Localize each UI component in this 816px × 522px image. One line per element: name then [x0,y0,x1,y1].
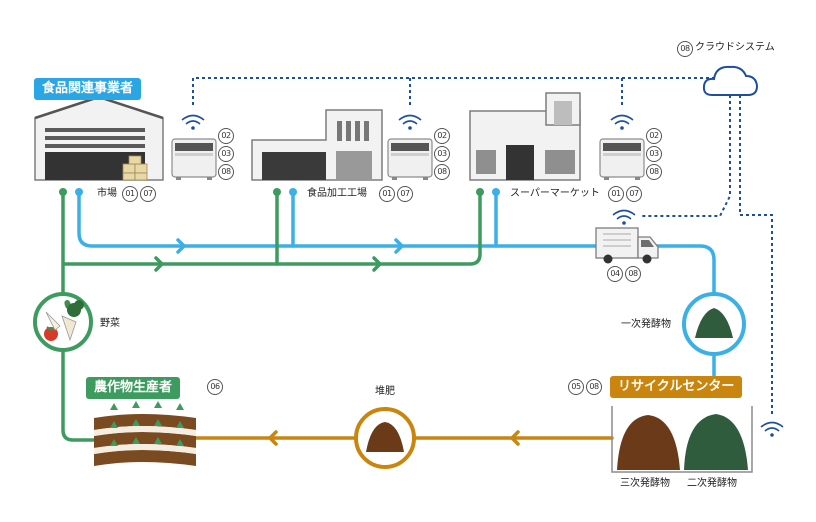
compost-icon [354,407,416,469]
number-badge: 01 [608,186,624,202]
number-badge: 05 [568,379,584,395]
number-badge: 02 [218,128,234,144]
field-icon [94,401,196,466]
wifi-icon [181,114,205,131]
number-badge: 03 [434,146,450,162]
number-badge: 08 [218,164,234,180]
market-label: 市場 [97,188,117,199]
cloud-icon [702,65,759,96]
number-badge: 08 [677,41,693,57]
device-icon [387,138,433,181]
wifi-icon [610,114,634,131]
number-badge: 07 [397,186,413,202]
number-badge: 07 [626,186,642,202]
market-building-icon [34,95,164,181]
truck-icon [595,227,659,264]
secondary-ferment-label: 二次発酵物 [687,478,737,489]
number-badge: 02 [434,128,450,144]
number-badge: 02 [646,128,662,144]
flow-endpoints [59,188,500,196]
supermarket-label: スーパーマーケット [510,188,600,199]
device-icon [171,138,217,181]
number-badge: 06 [207,379,223,395]
factory-label: 食品加工工場 [307,188,367,199]
number-badge: 08 [586,379,602,395]
number-badge: 03 [218,146,234,162]
cloud-label: クラウドシステム [695,42,775,53]
wifi-icon [398,114,422,131]
recycle-bins-icon [611,406,753,473]
primary-ferment-icon [682,292,746,356]
number-badge: 08 [434,164,450,180]
compost-label: 堆肥 [375,386,395,397]
wifi-icon [760,421,784,438]
number-badge: 08 [646,164,662,180]
green-flow [61,190,482,442]
food-business-header: 食品関連事業者 [34,78,142,100]
number-badge: 08 [625,266,641,282]
device-icon [599,138,645,181]
wifi-icon [612,209,636,226]
recycle-center-header: リサイクルセンター [610,376,743,398]
number-badge: 01 [122,186,138,202]
number-badge: 03 [646,146,662,162]
number-badge: 01 [379,186,395,202]
number-badge: 07 [140,186,156,202]
crop-producer-header: 農作物生産者 [86,377,181,399]
number-badge: 04 [607,266,623,282]
primary-ferment-label: 一次発酵物 [621,319,671,330]
tertiary-ferment-label: 三次発酵物 [620,478,670,489]
vegetables-label: 野菜 [100,318,120,329]
vegetables-icon [33,292,93,352]
blue-flow [77,190,716,294]
supermarket-building-icon [469,92,581,181]
network-lines [192,77,773,415]
factory-building-icon [251,109,383,181]
